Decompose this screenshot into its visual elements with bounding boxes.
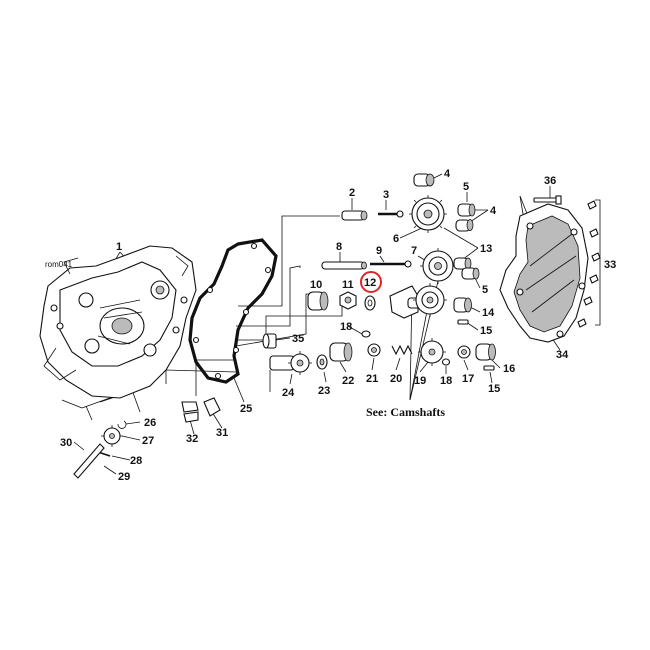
callout-22: 22 bbox=[342, 375, 354, 387]
callout-23: 23 bbox=[318, 385, 330, 397]
callout-8: 8 bbox=[336, 241, 342, 253]
crankcase bbox=[39, 245, 197, 399]
callout-12: 12 bbox=[364, 277, 376, 289]
callout-17: 17 bbox=[462, 373, 474, 385]
callout-18: 18 bbox=[440, 375, 452, 387]
highlight-ring-12 bbox=[360, 271, 382, 293]
callout-9: 9 bbox=[376, 245, 382, 257]
callout-20: 20 bbox=[390, 373, 402, 385]
callout-34: 34 bbox=[556, 349, 569, 361]
bottom-left-parts bbox=[73, 397, 221, 479]
callout-31: 31 bbox=[216, 427, 228, 439]
callout-33: 33 bbox=[604, 259, 616, 271]
callout-28: 28 bbox=[130, 455, 142, 467]
cam-cover bbox=[499, 195, 601, 343]
lower-parts bbox=[262, 333, 496, 375]
callout-6: 6 bbox=[393, 233, 399, 245]
callout-35: 35 bbox=[292, 333, 304, 345]
callout-26: 26 bbox=[144, 417, 156, 429]
callout-18-left: 18 bbox=[340, 321, 352, 333]
callout-19: 19 bbox=[414, 375, 426, 387]
callout-25: 25 bbox=[240, 403, 252, 415]
callout-27: 27 bbox=[142, 435, 154, 447]
callout-4-top: 4 bbox=[444, 168, 451, 180]
callout-15-lower: 15 bbox=[488, 383, 500, 395]
callout-3: 3 bbox=[383, 189, 389, 201]
callout-24: 24 bbox=[282, 387, 295, 399]
callout-5-top: 5 bbox=[463, 181, 469, 193]
callout-36: 36 bbox=[544, 175, 556, 187]
cover-gasket bbox=[188, 238, 278, 384]
callout-15: 15 bbox=[480, 325, 492, 337]
callout-30: 30 bbox=[60, 437, 72, 449]
callout-29: 29 bbox=[118, 471, 130, 483]
callout-11: 11 bbox=[342, 279, 354, 291]
callout-2: 2 bbox=[349, 187, 355, 199]
upper-parts bbox=[321, 173, 480, 284]
middle-parts bbox=[307, 283, 472, 338]
see-camshafts-note: See: Camshafts bbox=[366, 405, 445, 419]
callout-14: 14 bbox=[482, 307, 495, 319]
callout-4: 4 bbox=[490, 205, 497, 217]
callout-32: 32 bbox=[186, 433, 198, 445]
callout-10: 10 bbox=[310, 279, 322, 291]
callout-1: 1 bbox=[116, 241, 122, 253]
callout-16: 16 bbox=[503, 363, 515, 375]
callout-labels: rom041 1 2 3 4 5 4 36 6 13 7 8 9 33 5 10… bbox=[45, 168, 616, 483]
diagram-code: rom041 bbox=[45, 260, 73, 269]
callout-7: 7 bbox=[411, 245, 417, 257]
callout-5: 5 bbox=[482, 284, 488, 296]
callout-13: 13 bbox=[480, 243, 492, 255]
callout-21: 21 bbox=[366, 373, 378, 385]
